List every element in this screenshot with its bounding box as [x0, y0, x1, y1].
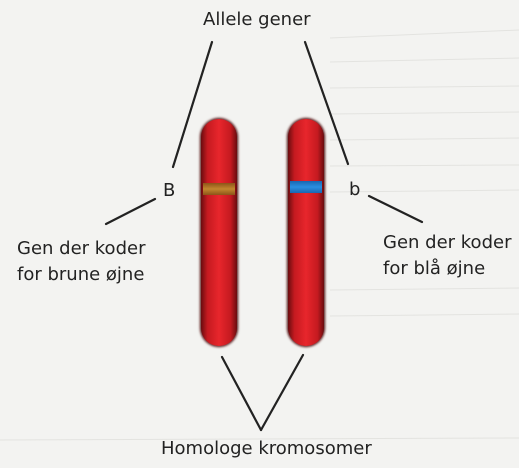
homologous-chromosomes-label: Homologe kromosomer	[161, 436, 372, 462]
homologous-pointer-right	[261, 355, 303, 430]
brown-eye-gene-label: Gen der koder for brune øjne	[17, 236, 145, 288]
blue-gene-pointer	[369, 196, 422, 222]
homologous-pointer-left	[222, 357, 261, 430]
brown-gene-pointer	[106, 199, 155, 224]
allele-b-label: b	[349, 177, 360, 203]
allele-B-label: B	[163, 178, 175, 204]
brown-eye-gene-line1: Gen der koder	[17, 236, 145, 262]
allele-genes-label: Allele gener	[203, 7, 311, 33]
brown-eye-gene-line2: for brune øjne	[17, 262, 145, 288]
brown-eye-gene-band	[203, 183, 235, 195]
blue-eye-gene-label: Gen der koder for blå øjne	[383, 230, 511, 282]
blue-eye-gene-band	[290, 181, 322, 193]
left-chromosome	[200, 118, 238, 347]
blue-eye-gene-line2: for blå øjne	[383, 256, 511, 282]
right-chromosome	[287, 118, 325, 347]
blue-eye-gene-line1: Gen der koder	[383, 230, 511, 256]
